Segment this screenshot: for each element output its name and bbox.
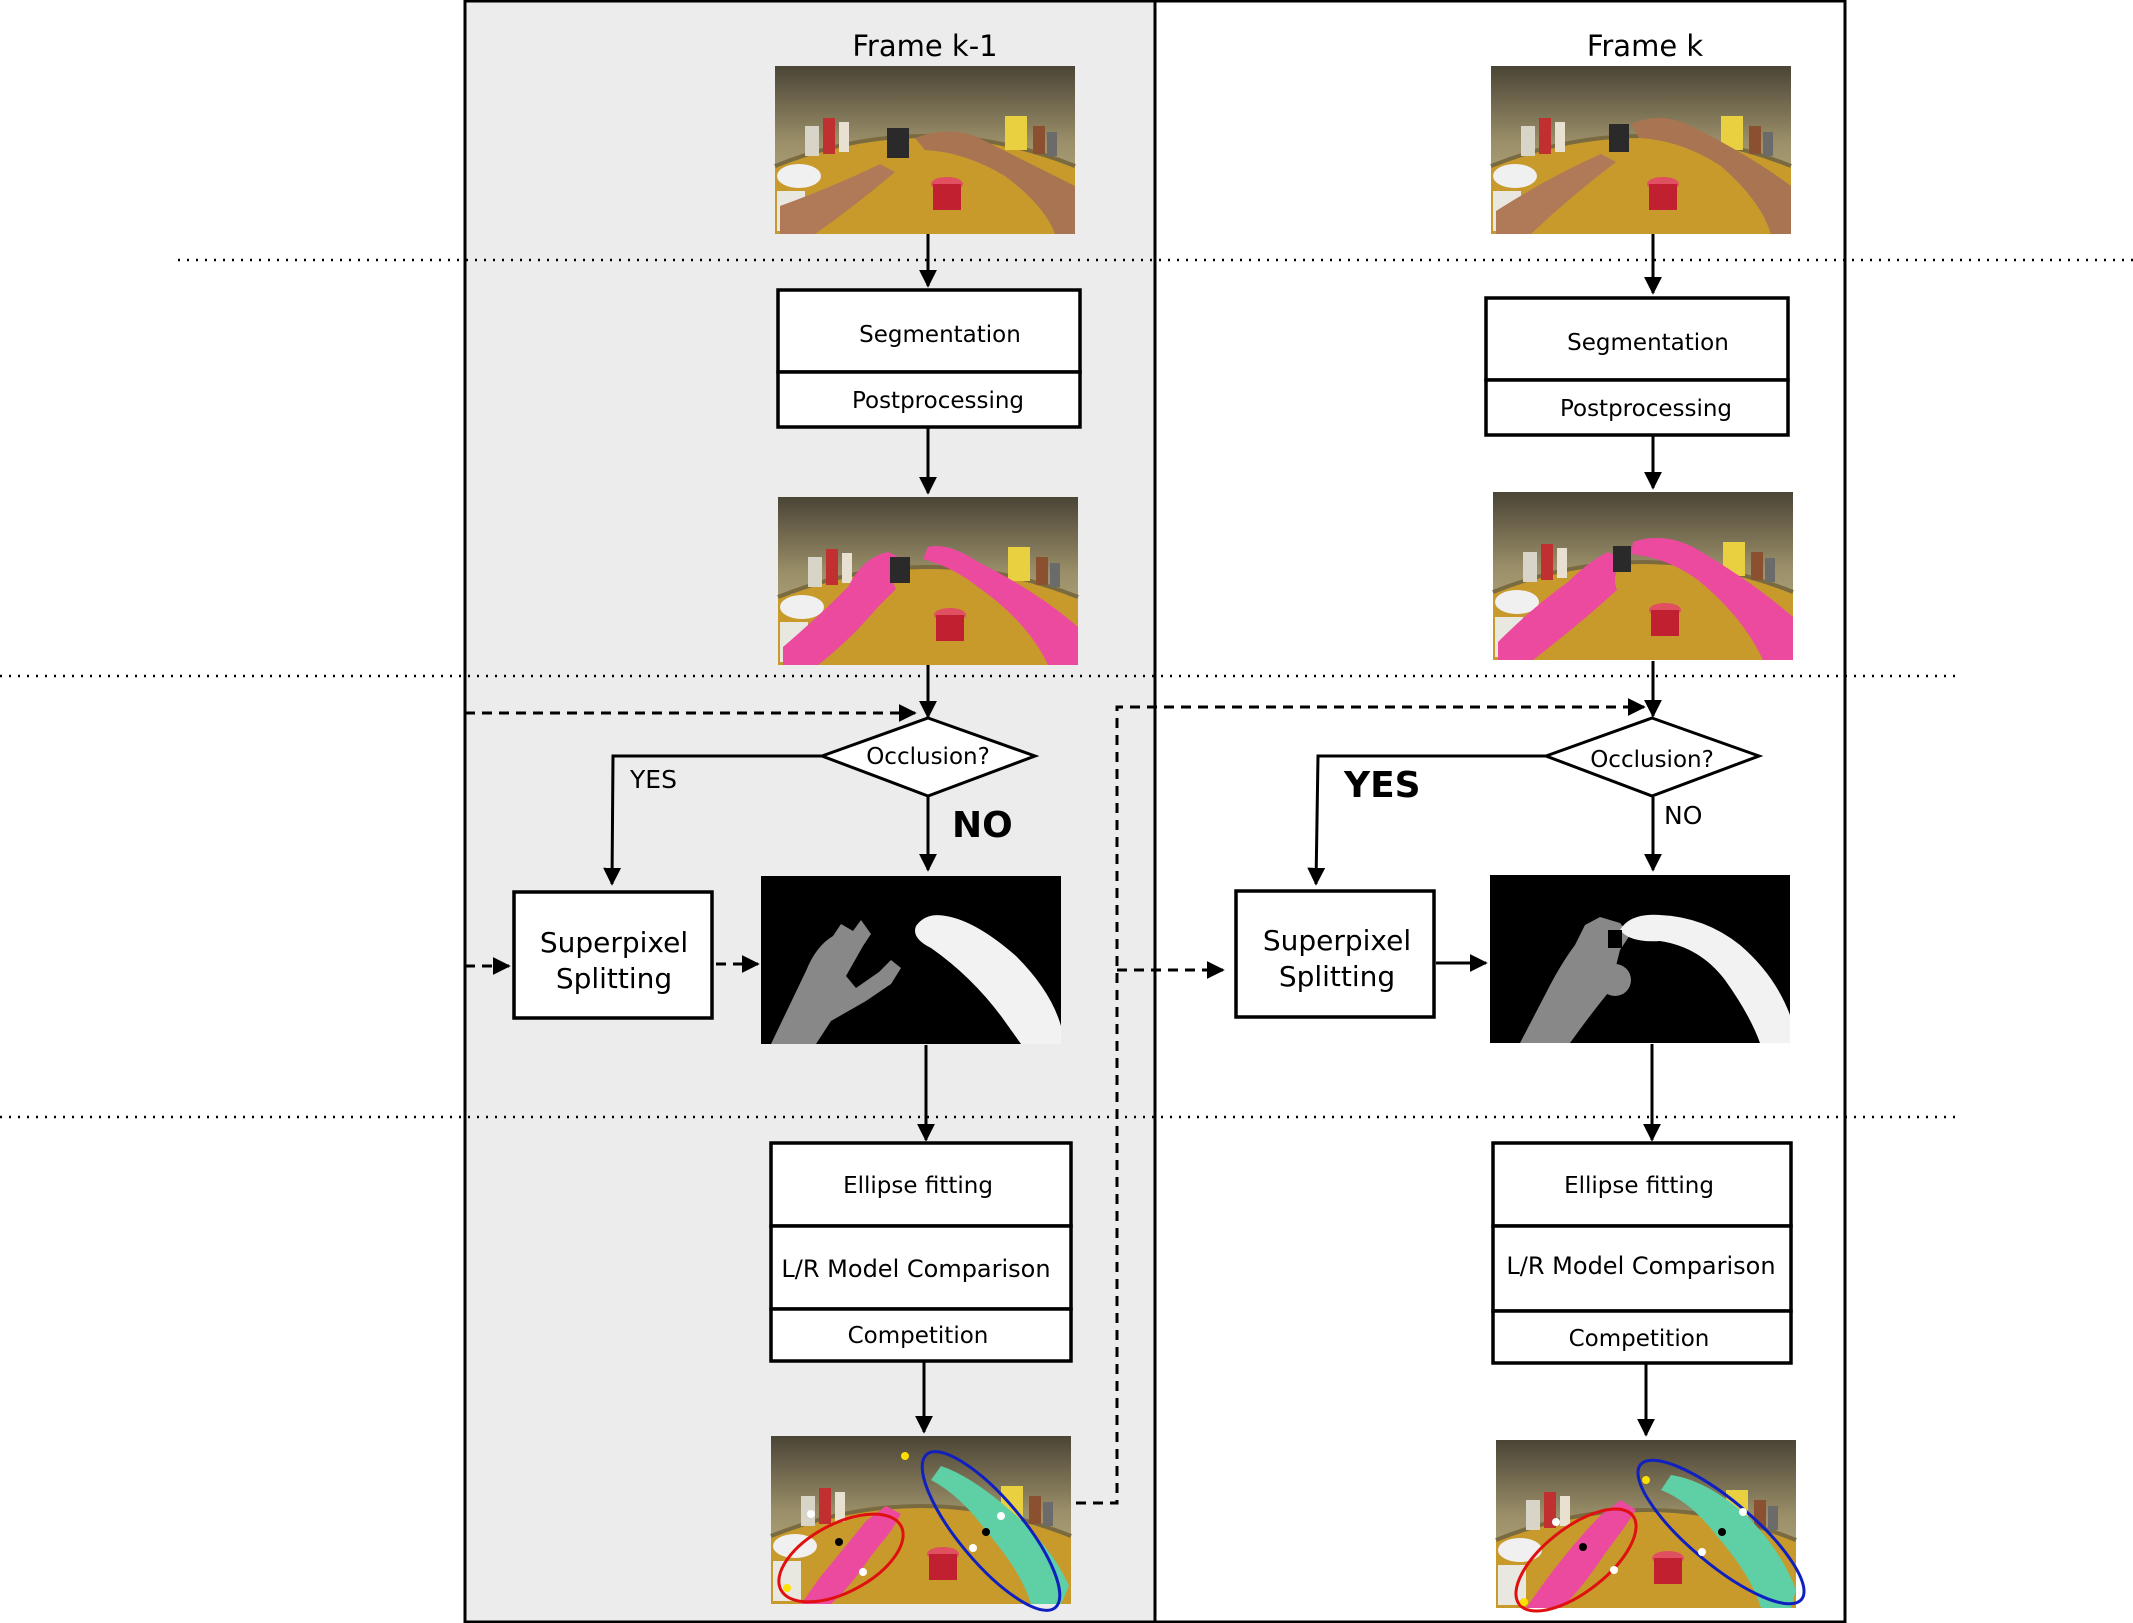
arrow-yes-left [603,754,822,886]
occlusion-label-right: Occlusion? [1590,747,1714,773]
superpixel-splitting-box-left [512,890,714,1020]
ellipse-fitting-label-right: Ellipse fitting [1564,1173,1714,1199]
splitting-line2-right: Splitting [1279,960,1395,993]
yes-label-left: YES [629,765,677,794]
superpixel-splitting-box-right [1234,889,1436,1019]
segmentation-box-right [1484,296,1790,382]
model-comparison-label-left: L/R Model Comparison [781,1255,1050,1283]
camera-frame-image-right [1489,64,1793,236]
occlusion-label-left: Occlusion? [866,744,990,770]
segmented-image-left [776,495,1080,667]
ellipse-result-image-right [1494,1438,1806,1613]
ellipse-fitting-label-left: Ellipse fitting [843,1173,993,1199]
competition-label-left: Competition [848,1323,989,1349]
segmentation-box-left [776,288,1082,374]
segmentation-label-right: Segmentation [1567,330,1729,356]
frame-title-k-1: Frame k-1 [852,29,997,63]
model-comparison-box-left [769,1224,1073,1311]
binary-mask-image-left [761,876,1061,1044]
occlusion-decision-left [817,716,1040,798]
arrow-yes-right [1307,754,1546,886]
postprocessing-label-left: Postprocessing [852,388,1024,414]
ellipse-fitting-box-left [769,1141,1073,1228]
frame-title-k: Frame k [1587,29,1704,63]
panel-frame-k-1 [463,0,1157,1623]
competition-box-right [1491,1309,1793,1365]
camera-frame-image [773,64,1077,236]
postprocessing-box-right [1484,378,1790,437]
splitting-line2-left: Splitting [556,962,672,995]
model-comparison-label-right: L/R Model Comparison [1506,1252,1775,1280]
binary-mask-image-right [1490,875,1790,1043]
yes-label-right: YES [1343,765,1421,806]
dashed-link-to-decision-right [1076,698,1646,1505]
splitting-line1-left: Superpixel [540,926,688,959]
ellipse-fitting-box-right [1491,1141,1793,1228]
splitting-line1-right: Superpixel [1263,924,1411,957]
competition-box-left [769,1307,1073,1363]
segmentation-label-left: Segmentation [859,322,1021,348]
postprocessing-label-right: Postprocessing [1560,396,1732,422]
segmented-image-right [1491,490,1795,662]
postprocessing-box-left [776,370,1082,429]
ellipse-result-image-left [769,1434,1073,1612]
occlusion-decision-right [1541,716,1764,798]
panel-frame-k [1153,0,1847,1623]
no-label-right: NO [1664,801,1702,830]
competition-label-right: Competition [1569,1326,1710,1352]
no-label-left: NO [952,805,1013,846]
